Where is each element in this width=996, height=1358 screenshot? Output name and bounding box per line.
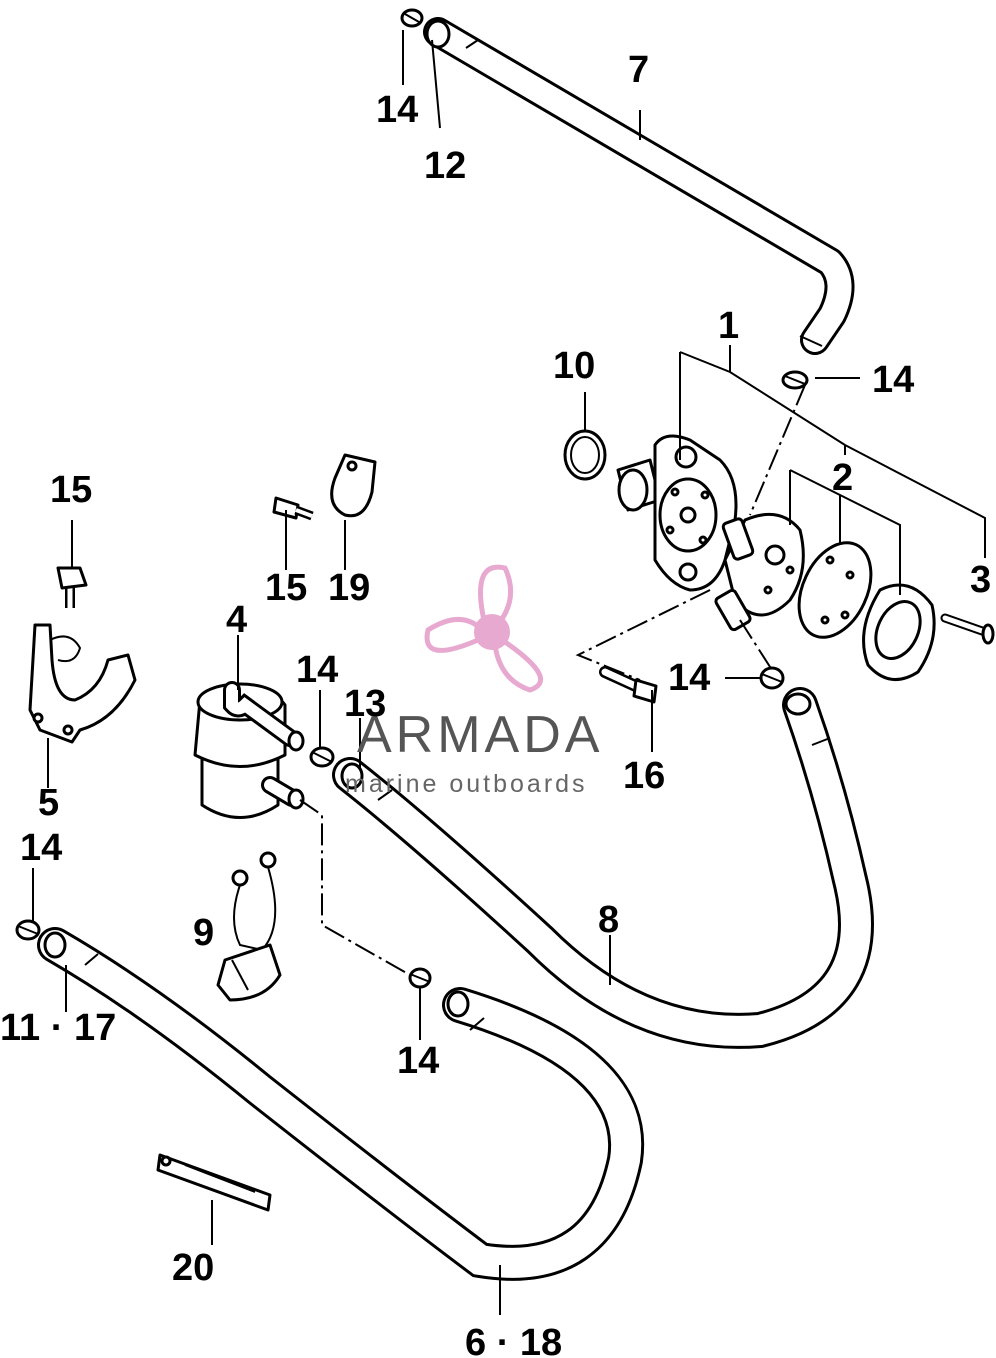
callout-14-filter: 14 (296, 649, 338, 691)
clamp-14-pump-bottom (759, 666, 785, 690)
callout-15-mid: 15 (265, 567, 307, 609)
pump-cover (714, 512, 805, 632)
callout-2: 2 (832, 457, 853, 499)
callout-16: 16 (623, 755, 665, 797)
watermark-tagline: marine outboards (345, 770, 588, 798)
fuel-pump-body (616, 434, 738, 592)
strap-20 (156, 1153, 272, 1212)
clamp-14-bottom (408, 967, 432, 989)
bolt-16 (599, 666, 658, 704)
bolt-15-left (56, 566, 88, 608)
callout-15-left: 15 (50, 469, 92, 511)
callout-20: 20 (172, 1247, 214, 1289)
callout-14-pump-top: 14 (872, 359, 914, 401)
callout-8: 8 (598, 899, 619, 941)
callout-14-top: 14 (376, 89, 418, 131)
callout-3: 3 (970, 559, 991, 601)
callout-10: 10 (553, 345, 595, 387)
callout-1: 1 (718, 305, 739, 347)
watermark-brand: ARMADA (357, 706, 603, 764)
armada-watermark: ARMADA marine outboards (345, 564, 603, 798)
hose-6-18 (37, 927, 645, 1281)
callout-labels: 1 2 3 4 5 6 · 18 7 8 9 10 11 · 17 12 13 … (0, 49, 991, 1358)
callout-13: 13 (344, 683, 386, 725)
callout-12: 12 (424, 145, 466, 187)
propeller-icon (424, 564, 543, 693)
pump-plate (862, 583, 936, 681)
clamp-14-top (400, 8, 424, 28)
screw-3 (940, 613, 995, 645)
leader-lines (32, 30, 986, 1315)
callout-6-18: 6 · 18 (465, 1322, 562, 1358)
clamp-14-filter (309, 746, 335, 768)
callout-14-left: 14 (20, 827, 62, 869)
callout-4: 4 (226, 599, 247, 641)
callout-19: 19 (328, 567, 370, 609)
clamp-14-pump-top (781, 370, 809, 390)
callout-14-pump-bottom: 14 (668, 657, 710, 699)
callout-9: 9 (193, 912, 214, 954)
bracket-5 (28, 623, 137, 744)
clamp-14-left (15, 919, 41, 941)
diaphragm-2 (797, 541, 873, 639)
callout-14-bottom: 14 (397, 1040, 439, 1082)
fuel-filter-4 (193, 681, 305, 819)
clamp-19 (330, 453, 377, 518)
callout-11-17: 11 · 17 (0, 1007, 116, 1049)
callout-5: 5 (38, 782, 59, 824)
o-ring-10 (563, 429, 607, 481)
hose-8 (332, 687, 874, 1049)
callout-7: 7 (628, 49, 649, 91)
bolt-15-mid (272, 496, 314, 521)
clip-9 (216, 851, 282, 1002)
